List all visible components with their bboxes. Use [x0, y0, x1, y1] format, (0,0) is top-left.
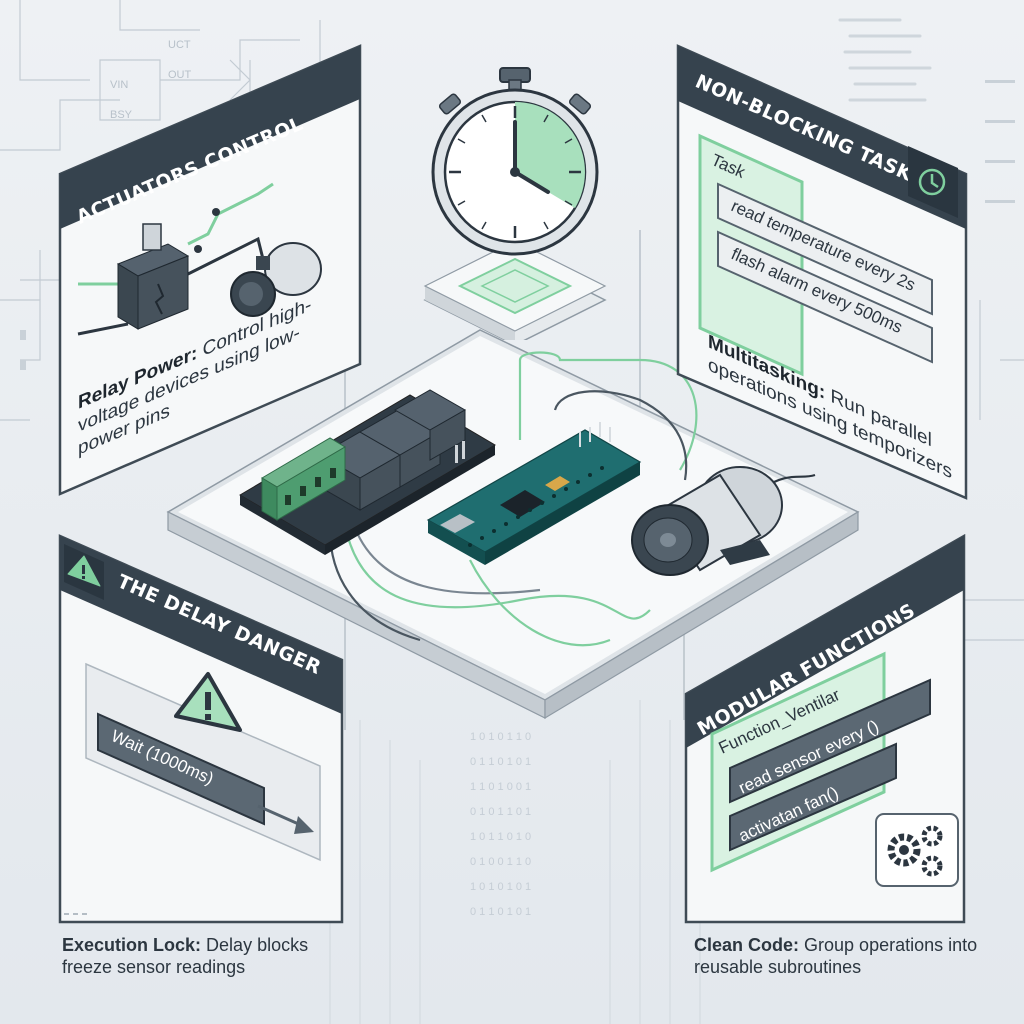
- svg-text:0 1 0 0 1 1 0: 0 1 0 0 1 1 0: [470, 856, 531, 868]
- svg-text:0 1 1 0 1 0 1: 0 1 1 0 1 0 1: [470, 906, 531, 918]
- schematic-label-out: OUT: [168, 69, 192, 81]
- delay-description: Execution Lock: Delay blocks freeze sens…: [62, 934, 352, 978]
- svg-text:1 1 0 1 0 0 1: 1 1 0 1 0 0 1: [470, 781, 531, 793]
- modular-panel: MODULAR FUNCTIONS Function_Ventilar read…: [684, 534, 966, 924]
- delay-panel: THE DELAY DANGER Wait (1000ms): [58, 534, 344, 924]
- svg-text:1 0 1 0 1 0 1: 1 0 1 0 1 0 1: [470, 881, 531, 893]
- delay-desc-bold: Execution Lock:: [62, 935, 202, 955]
- modular-desc-text: Group operations into reusable subroutin…: [694, 935, 978, 977]
- microcontroller-board: [426, 422, 642, 565]
- actuators-panel: ACTUATORS CONTROL: [58, 44, 362, 496]
- svg-text:0 1 1 0 1 0 1: 0 1 1 0 1 0 1: [470, 756, 531, 768]
- water-pump: [631, 466, 783, 576]
- stopwatch-icon: [423, 67, 607, 340]
- relay-module: [239, 389, 496, 555]
- warning-icon: [174, 672, 242, 732]
- modular-description: Clean Code: Group operations into reusab…: [694, 934, 984, 978]
- nonblocking-panel: NON-BLOCKING TASKS Task read temperature…: [676, 44, 968, 500]
- relay-pump-illustration: [77, 182, 322, 336]
- svg-text:1 0 1 1 0 1 0: 1 0 1 1 0 1 0: [470, 831, 531, 843]
- svg-text:1 0 1 0 1 1 0: 1 0 1 0 1 1 0: [470, 731, 531, 743]
- gears-icon: [875, 813, 959, 887]
- delay-desc-text: Delay blocks freeze sensor readings: [62, 935, 309, 977]
- warning-icon-small: [64, 544, 104, 600]
- schematic-label-vin: VIN: [110, 79, 128, 91]
- schematic-label-uct: UCT: [168, 39, 191, 51]
- clock-icon: [908, 146, 958, 218]
- modular-desc-bold: Clean Code:: [694, 935, 800, 955]
- svg-text:0 1 0 1 1 0 1: 0 1 0 1 1 0 1: [470, 806, 531, 818]
- schematic-label-bsy: BSY: [110, 109, 133, 121]
